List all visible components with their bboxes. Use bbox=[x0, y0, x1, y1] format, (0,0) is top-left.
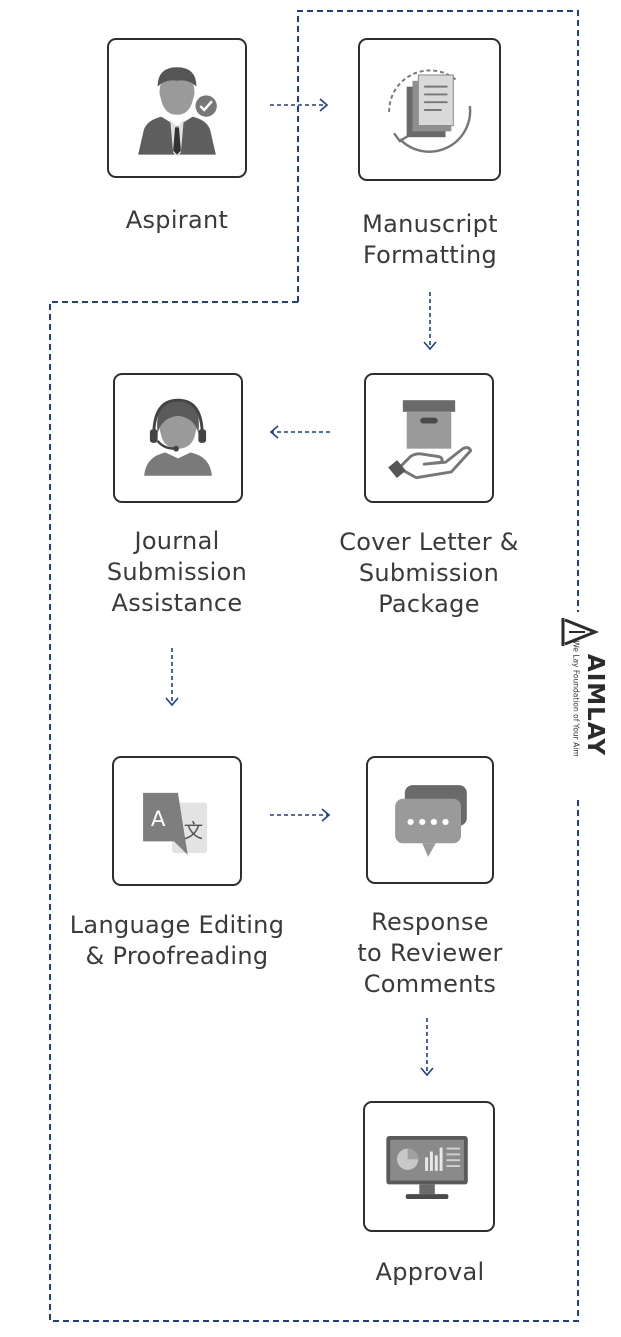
arrow-down-3 bbox=[420, 1018, 434, 1077]
aspirant-card bbox=[107, 38, 247, 178]
manuscript-formatting-label: Manuscript Formatting bbox=[330, 209, 530, 271]
cover-letter-line-3: Package bbox=[378, 590, 480, 618]
logo-mark-icon bbox=[561, 618, 600, 646]
translate-icon: A 文 bbox=[143, 792, 208, 855]
journal-submission-label: Journal Submission Assistance bbox=[77, 526, 277, 619]
response-reviewer-line-1: Response bbox=[371, 908, 489, 936]
svg-text:A: A bbox=[151, 807, 166, 832]
cover-letter-line-2: Submission bbox=[358, 559, 500, 587]
approval-label: Approval bbox=[330, 1257, 530, 1288]
person-check-icon bbox=[138, 67, 217, 157]
approval-card bbox=[363, 1101, 495, 1232]
approval-label-line: Approval bbox=[375, 1258, 485, 1286]
language-editing-card: A 文 bbox=[112, 756, 242, 886]
aspirant-label: Aspirant bbox=[77, 205, 277, 236]
cover-letter-card bbox=[364, 373, 494, 503]
arrow-right-1 bbox=[270, 98, 329, 112]
cover-letter-label: Cover Letter & Submission Package bbox=[319, 527, 539, 620]
headset-agent-icon bbox=[144, 398, 212, 476]
manuscript-formatting-line-2: Formatting bbox=[362, 241, 498, 269]
chat-bubbles-icon bbox=[395, 785, 467, 857]
journal-submission-line-2: Submission bbox=[106, 558, 248, 586]
language-editing-line-1: Language Editing bbox=[69, 911, 285, 939]
cover-letter-line-1: Cover Letter & bbox=[339, 528, 519, 556]
aimlay-logo: AIMLAY We Lay Foundation of Your Aim bbox=[555, 612, 608, 792]
response-reviewer-line-2: to Reviewer bbox=[357, 939, 503, 967]
logo-tagline: We Lay Foundation of Your Aim bbox=[571, 640, 581, 757]
arrow-down-2 bbox=[165, 648, 179, 707]
response-reviewer-card bbox=[366, 756, 494, 884]
response-reviewer-label: Response to Reviewer Comments bbox=[330, 907, 530, 1000]
arrow-left-1 bbox=[269, 425, 330, 439]
document-cycle-icon bbox=[388, 69, 472, 153]
svg-text:文: 文 bbox=[184, 819, 203, 842]
arrow-down-1 bbox=[423, 292, 437, 351]
arrow-right-2 bbox=[270, 808, 331, 822]
response-reviewer-line-3: Comments bbox=[363, 970, 497, 998]
journal-submission-line-1: Journal bbox=[134, 527, 220, 555]
box-hand-icon bbox=[388, 400, 473, 480]
manuscript-formatting-card bbox=[358, 38, 501, 181]
language-editing-line-2: & Proofreading bbox=[85, 942, 269, 970]
dashed-outline bbox=[49, 10, 579, 1322]
journal-submission-card bbox=[113, 373, 243, 503]
manuscript-formatting-line-1: Manuscript bbox=[362, 210, 498, 238]
journal-submission-line-3: Assistance bbox=[111, 589, 243, 617]
language-editing-label: Language Editing & Proofreading bbox=[52, 910, 302, 972]
aspirant-label-line: Aspirant bbox=[125, 206, 229, 234]
logo-wordmark: AIMLAY bbox=[582, 653, 608, 757]
monitor-dashboard-icon bbox=[386, 1135, 468, 1199]
